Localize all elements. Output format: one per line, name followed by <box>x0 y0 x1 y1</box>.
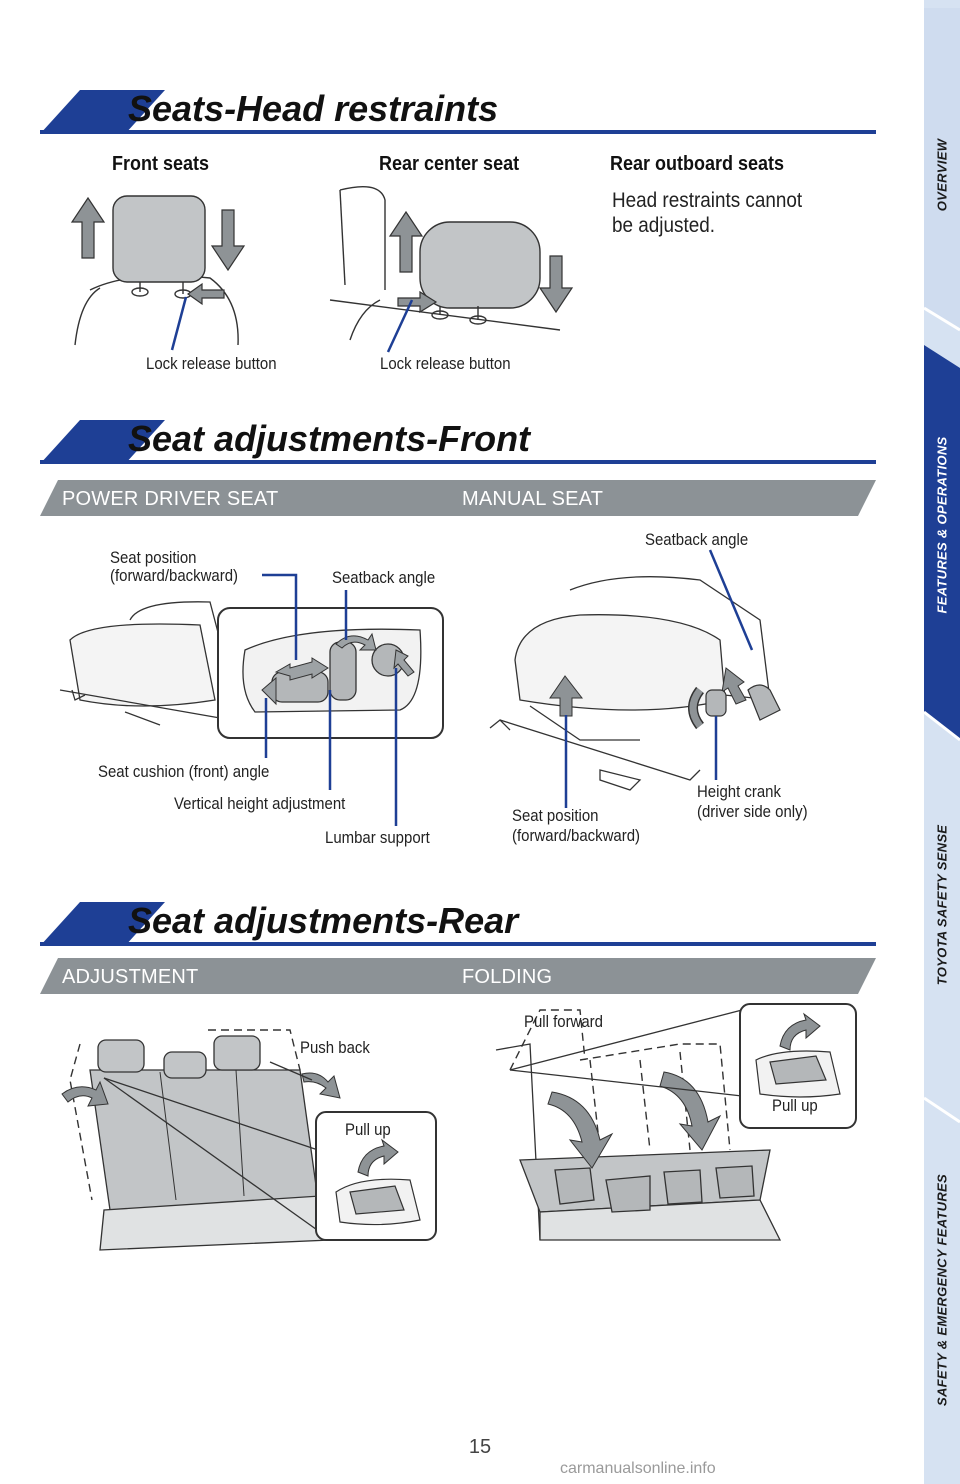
rear-bench-illustration <box>89 1035 331 1251</box>
section-title: Seats-Head restraints <box>128 88 499 129</box>
pull-up-arrow-icon <box>357 1138 399 1177</box>
section-heading-rear: Seat adjustments-Rear <box>40 896 876 946</box>
lumbar-support-callout: Lumbar support <box>325 828 430 847</box>
height-crank-callout-line1: Height crank <box>697 782 781 801</box>
folding-band: FOLDING <box>440 958 876 994</box>
press-arrow-icon <box>397 290 438 314</box>
rear-outboard-note: Head restraints cannot be adjusted. <box>612 189 803 237</box>
power-seat-illustration <box>59 601 221 726</box>
manual-seat-position-callout-line2: (forward/backward) <box>512 826 641 845</box>
page-number: 15 <box>468 1436 492 1458</box>
band-text: FOLDING <box>462 966 553 988</box>
band-text: ADJUSTMENT <box>62 966 199 988</box>
band-text: MANUAL SEAT <box>462 488 604 510</box>
power-seat-position-callout-line2: (forward/backward) <box>110 566 239 585</box>
side-tab-strip <box>924 0 960 1484</box>
band-text: POWER DRIVER SEAT <box>62 488 279 510</box>
press-arrow-icon <box>186 282 225 306</box>
seatback-lever-icon <box>747 684 781 721</box>
pull-up-arrow-icon <box>779 1012 821 1051</box>
rear-center-seat-heading: Rear center seat <box>379 153 520 175</box>
up-arrow-icon <box>70 196 106 259</box>
fold-forward-arrow-icon <box>547 1091 614 1169</box>
down-arrow-icon <box>210 209 246 272</box>
power-seatback-angle-callout: Seatback angle <box>332 568 436 587</box>
adjustment-pull-up-label: Pull up <box>345 1120 391 1139</box>
section-title: Seat adjustments-Front <box>128 418 531 459</box>
manual-seatback-angle-callout: Seatback angle <box>645 530 749 549</box>
push-back-arrow-icon <box>301 1072 341 1099</box>
power-driver-seat-band: POWER DRIVER SEAT <box>40 480 460 516</box>
watermark: carmanualsonline.info <box>560 1460 716 1477</box>
rear-outboard-seats-heading: Rear outboard seats <box>610 153 785 175</box>
folding-release-lever-inset <box>739 1003 857 1129</box>
seatback-arrow-icon <box>721 667 747 705</box>
front-lock-release-callout: Lock release button <box>146 354 277 373</box>
front-seats-heading: Front seats <box>112 153 210 175</box>
section-title: Seat adjustments-Rear <box>128 900 519 941</box>
adjust-arrow-icon <box>261 632 415 706</box>
section-heading-head-restraints: Seats-Head restraints <box>40 84 876 134</box>
adjustment-band: ADJUSTMENT <box>40 958 460 994</box>
front-headrest-illustration <box>74 195 239 346</box>
seat-cushion-angle-callout: Seat cushion (front) angle <box>98 762 270 781</box>
down-arrow-icon <box>538 255 574 314</box>
pull-forward-label: Pull forward <box>524 1012 603 1031</box>
manual-seat-band: MANUAL SEAT <box>440 480 876 516</box>
fold-forward-arrow-icon <box>659 1071 722 1151</box>
section-heading-front: Seat adjustments-Front <box>40 414 876 464</box>
rear-release-lever-inset <box>315 1111 437 1241</box>
vertical-height-callout: Vertical height adjustment <box>174 794 346 813</box>
rear-lock-release-callout: Lock release button <box>380 354 511 373</box>
up-arrow-icon <box>388 210 424 273</box>
push-back-label: Push back <box>300 1038 370 1057</box>
height-crank-callout-line2: (driver side only) <box>697 802 808 821</box>
manual-seat-position-callout-line1: Seat position <box>512 806 599 825</box>
folding-pull-up-label: Pull up <box>772 1096 818 1115</box>
rear-center-headrest-illustration <box>329 186 561 341</box>
folding-seat-illustration <box>495 1043 782 1241</box>
power-seat-position-callout-line1: Seat position <box>110 548 197 567</box>
push-back-arrow-icon <box>61 1080 109 1107</box>
height-crank-icon <box>688 686 727 730</box>
